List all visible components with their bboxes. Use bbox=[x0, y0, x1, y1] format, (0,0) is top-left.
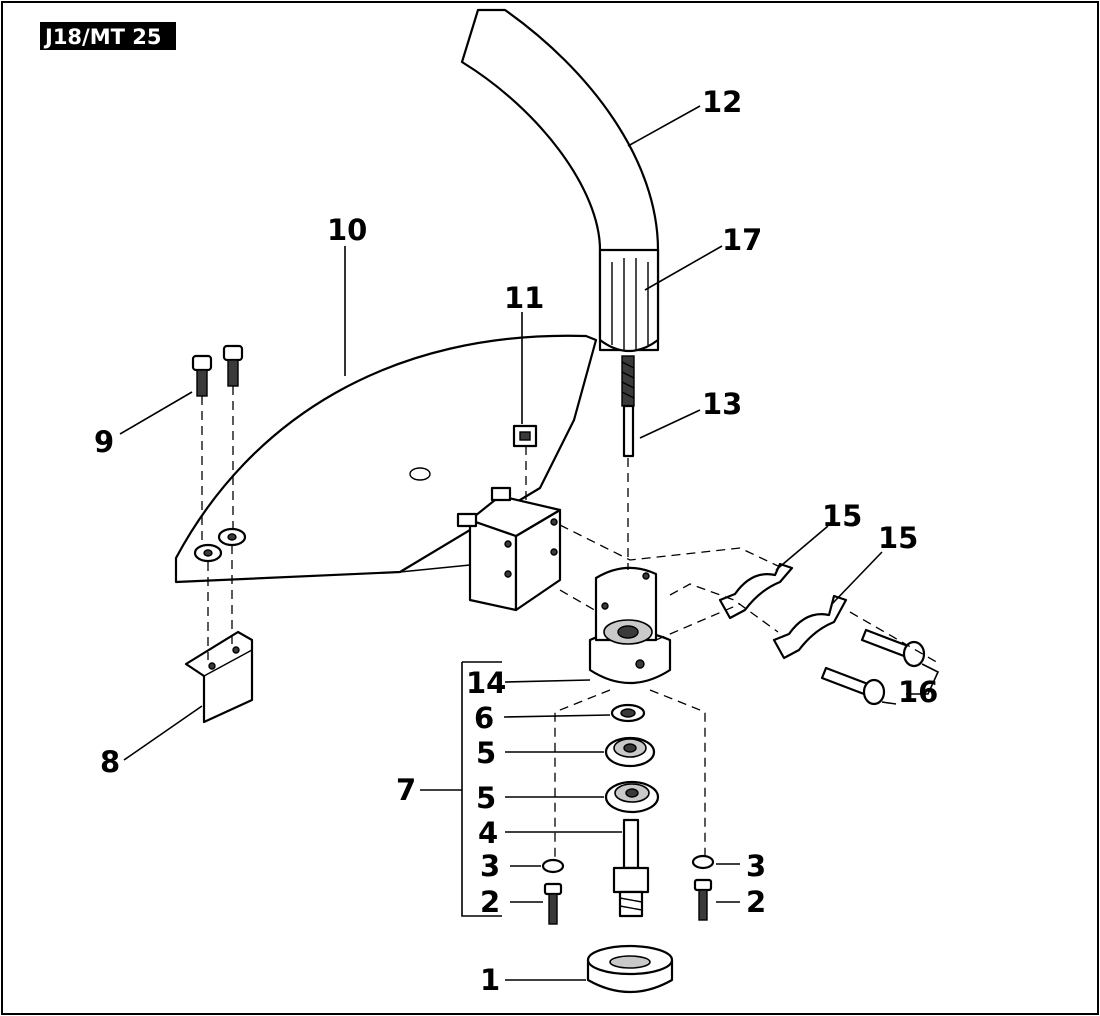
callout-4: 4 bbox=[478, 816, 498, 850]
callout-10: 10 bbox=[327, 213, 367, 247]
callout-5-upper: 5 bbox=[476, 736, 496, 770]
part-11-square-nut bbox=[512, 424, 538, 448]
callout-9: 9 bbox=[94, 425, 114, 459]
part-17-sleeve bbox=[598, 248, 660, 352]
part-14-gear-housing bbox=[588, 566, 672, 685]
callout-8: 8 bbox=[100, 745, 120, 779]
callout-12: 12 bbox=[702, 85, 742, 119]
callout-17: 17 bbox=[722, 223, 762, 257]
part-6-seal bbox=[610, 703, 646, 723]
callout-16: 16 bbox=[898, 675, 938, 709]
part-10-grass-guard bbox=[174, 334, 598, 612]
callout-15-upper: 15 bbox=[822, 499, 862, 533]
part-5-bearing-upper bbox=[604, 736, 656, 768]
callout-2-right: 2 bbox=[746, 885, 766, 919]
part-16-bolts bbox=[820, 628, 926, 706]
part-4-spindle bbox=[612, 818, 650, 918]
part-8-bracket bbox=[184, 630, 254, 724]
part-1-cup bbox=[586, 944, 674, 994]
callout-7: 7 bbox=[396, 773, 416, 807]
callout-labels: 12 17 10 11 9 13 15 15 14 16 6 5 8 7 5 4… bbox=[94, 85, 938, 997]
callout-13: 13 bbox=[702, 387, 742, 421]
model-code-text: J18/MT 25 bbox=[43, 25, 161, 49]
part-5-bearing-lower bbox=[604, 780, 660, 814]
callout-2-left: 2 bbox=[480, 885, 500, 919]
callout-14: 14 bbox=[466, 666, 506, 700]
callout-3-left: 3 bbox=[480, 849, 500, 883]
callout-11: 11 bbox=[504, 281, 544, 315]
callout-15-lower: 15 bbox=[878, 521, 918, 555]
callout-1: 1 bbox=[480, 963, 500, 997]
callout-5-lower: 5 bbox=[476, 781, 496, 815]
part-15-clamp-upper bbox=[718, 562, 794, 620]
part-15-clamp-lower bbox=[772, 594, 848, 660]
part-2-screws bbox=[543, 878, 713, 925]
model-code-badge: J18/MT 25 bbox=[40, 22, 176, 50]
part-3-washers bbox=[541, 854, 715, 874]
part-13-drive-shaft bbox=[621, 355, 635, 458]
callout-6: 6 bbox=[474, 701, 494, 735]
leader-lines bbox=[119, 105, 940, 981]
assembly-dash-lines bbox=[201, 386, 941, 858]
callout-3-right: 3 bbox=[746, 849, 766, 883]
